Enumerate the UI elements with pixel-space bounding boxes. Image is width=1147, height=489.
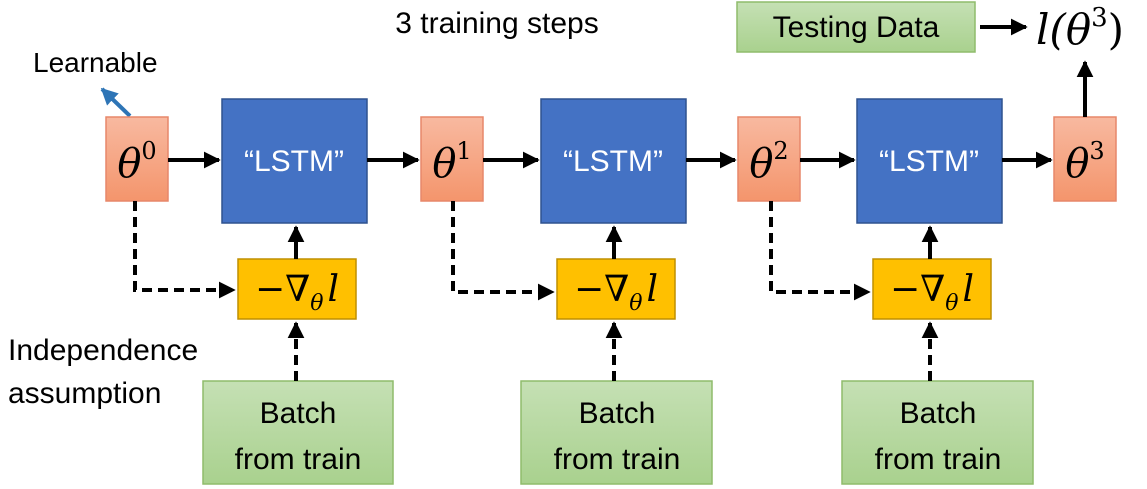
batch-label-line2: from train [875,443,1002,476]
lstm-block-2: “LSTM” [540,98,687,224]
batch-label-line1: Batch [579,397,656,430]
lstm-block-3: “LSTM” [856,98,1003,224]
batch-label-line2: from train [235,443,362,476]
gradient-sub: θ [629,291,642,316]
svg-text:−∇θl: −∇θl [574,269,658,316]
svg-text:θ1: θ1 [432,137,471,187]
theta1-to-gradient2-dashed-arrow [451,201,555,301]
theta-symbol: θ [432,141,456,187]
testing-data-node: Testing Data [736,1,976,53]
lstm-label: “LSTM” [244,145,344,178]
theta-node-3: θ3 [1053,116,1117,202]
theta-sup: 3 [1089,137,1104,165]
gradient-minus-nabla: −∇ [890,269,945,310]
theta0-to-gradient1-dashed-arrow [133,201,236,299]
svg-text:−∇θl: −∇θl [255,269,339,316]
learnable-arrow [100,87,132,118]
theta-node-0: θ0 [105,116,169,202]
loss-output: l(θ3) [1036,3,1124,54]
loss-theta: θ [1066,5,1091,54]
independence-label-line1: Independence [8,334,198,367]
svg-text:θ3: θ3 [1065,137,1104,187]
theta-node-2: θ2 [737,116,801,202]
gradient-minus-nabla: −∇ [574,269,629,310]
loss-func: l( [1036,5,1067,54]
lstm-block-1: “LSTM” [221,98,368,224]
loss-close: ) [1108,5,1124,54]
theta2-to-gradient3-dashed-arrow [769,201,871,301]
theta-symbol: θ [117,141,141,187]
gradient-l: l [647,269,659,310]
gradient-l: l [328,269,340,310]
batch-label-line1: Batch [900,397,977,430]
lstm-label: “LSTM” [563,145,663,178]
batch-label-line2: from train [554,443,681,476]
diagram-title: 3 training steps [395,7,598,40]
theta-symbol: θ [749,141,773,187]
loss-sup: 3 [1091,3,1108,33]
svg-text:θ0: θ0 [117,137,156,187]
gradient-l: l [963,269,975,310]
independence-label-line2: assumption [8,377,161,410]
testing-data-label: Testing Data [773,11,940,44]
batch-label-line1: Batch [260,397,337,430]
lstm-label: “LSTM” [879,145,979,178]
gradient-sub: θ [310,291,323,316]
theta-sup: 0 [141,137,156,165]
batch-block-2: Batch from train [520,380,713,485]
svg-text:−∇θl: −∇θl [890,269,974,316]
gradient-minus-nabla: −∇ [255,269,310,310]
theta-node-1: θ1 [420,116,484,202]
svg-text:θ2: θ2 [749,137,788,187]
gradient-sub: θ [945,291,958,316]
theta-sup: 2 [773,137,788,165]
theta-symbol: θ [1065,141,1089,187]
batch-block-3: Batch from train [841,380,1034,485]
batch-block-1: Batch from train [202,380,394,485]
theta-sup: 1 [456,137,471,165]
learnable-label: Learnable [33,47,158,78]
